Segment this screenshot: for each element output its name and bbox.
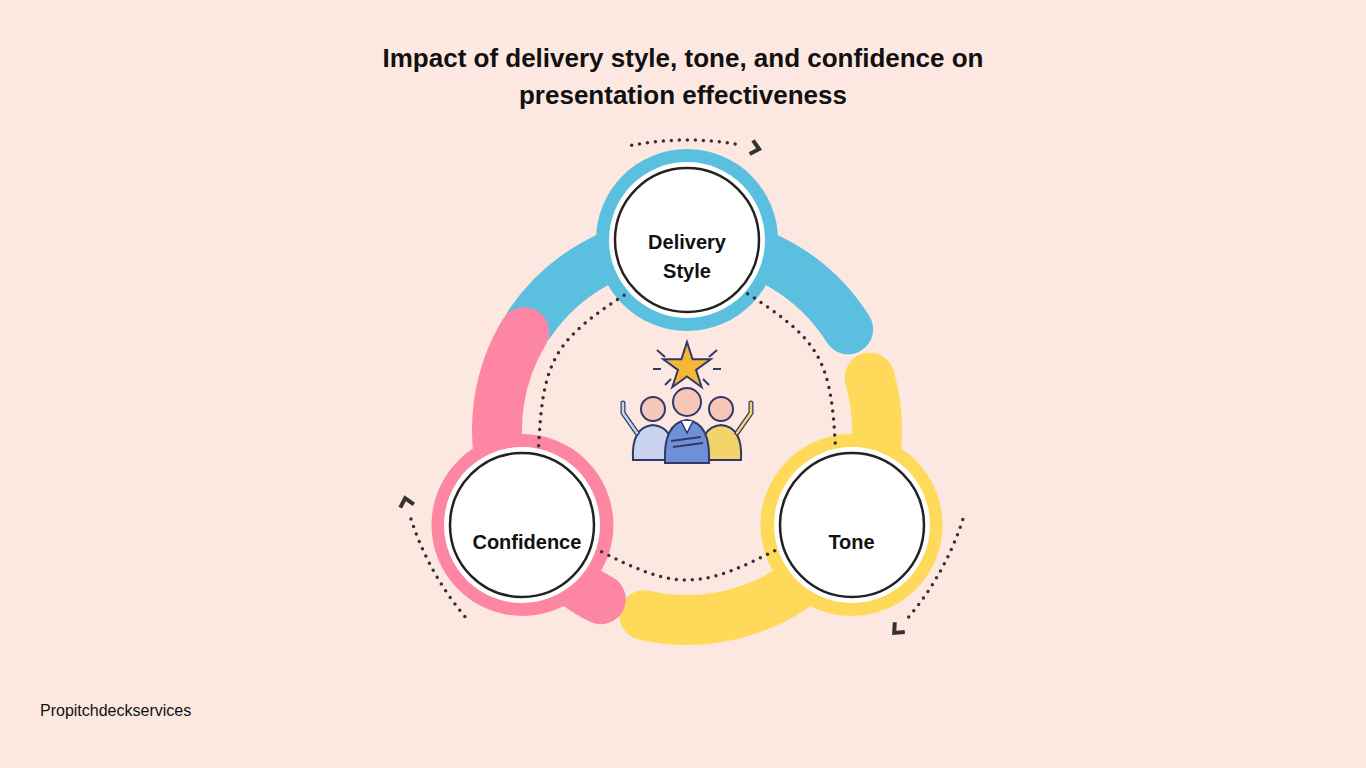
chevron — [750, 140, 761, 156]
dotted-connector — [539, 294, 627, 446]
team-illustration — [623, 342, 751, 463]
circle-outline — [447, 450, 597, 600]
circle-node: Tone — [777, 450, 927, 600]
dotted-connector — [748, 294, 836, 446]
circle-node: Delivery Style — [612, 165, 762, 315]
dotted-connector — [599, 551, 774, 580]
node-label: Delivery Style — [637, 194, 737, 286]
footer-label: Propitchdeckservices — [40, 702, 191, 720]
node-disk — [596, 149, 778, 331]
circle-outline — [777, 450, 927, 600]
node-label: Tone — [828, 494, 874, 557]
circle-node: Confidence — [447, 450, 597, 600]
node-disk — [431, 434, 613, 616]
chevron — [889, 622, 905, 637]
node-disk — [761, 434, 943, 616]
diagram-title: Impact of delivery style, tone, and conf… — [333, 40, 1033, 114]
dotted-arc — [632, 140, 743, 145]
chevron — [398, 497, 414, 508]
node-label: Confidence — [472, 494, 572, 557]
